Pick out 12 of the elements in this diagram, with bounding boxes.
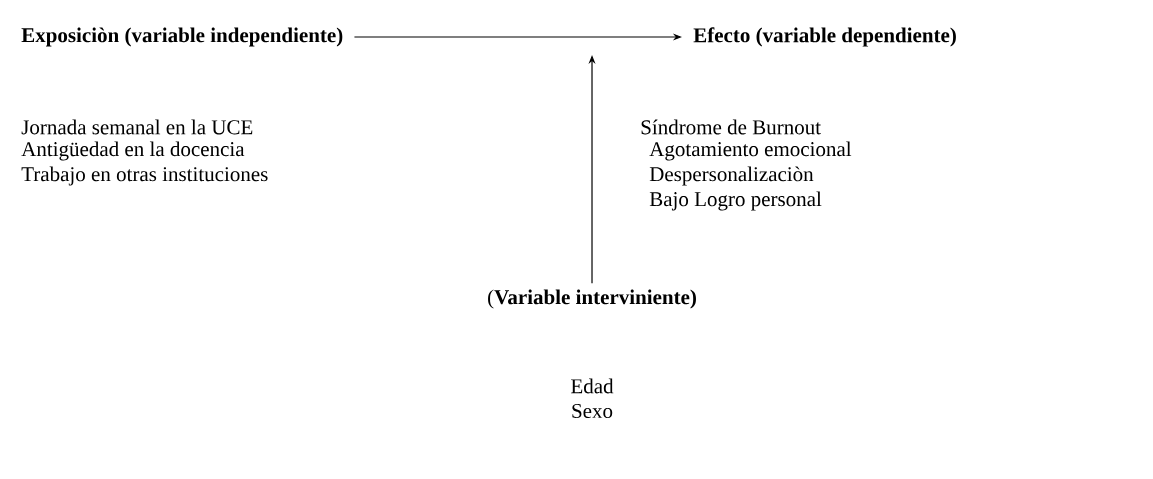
heading-text: (Variable interviniente) [488, 289, 696, 309]
list-item: Sexo [572, 403, 613, 419]
list-item: Bajo Logro personal [649, 191, 822, 211]
list-item: Antigüedad en la docencia [21, 141, 245, 161]
list-item: Edad [571, 378, 614, 394]
list-item: Despersonalizaciòn [649, 166, 814, 186]
list-item: Síndrome de Burnout [641, 119, 821, 135]
heading-text: Exposiciòn (variable independiente) [21, 27, 343, 47]
list-item: Trabajo en otras instituciones [21, 166, 268, 186]
list-item: Agotamiento emocional [649, 141, 852, 161]
list-item: Jornada semanal en la UCE [21, 119, 253, 135]
heading-text: Efecto (variable dependiente) [693, 27, 956, 47]
